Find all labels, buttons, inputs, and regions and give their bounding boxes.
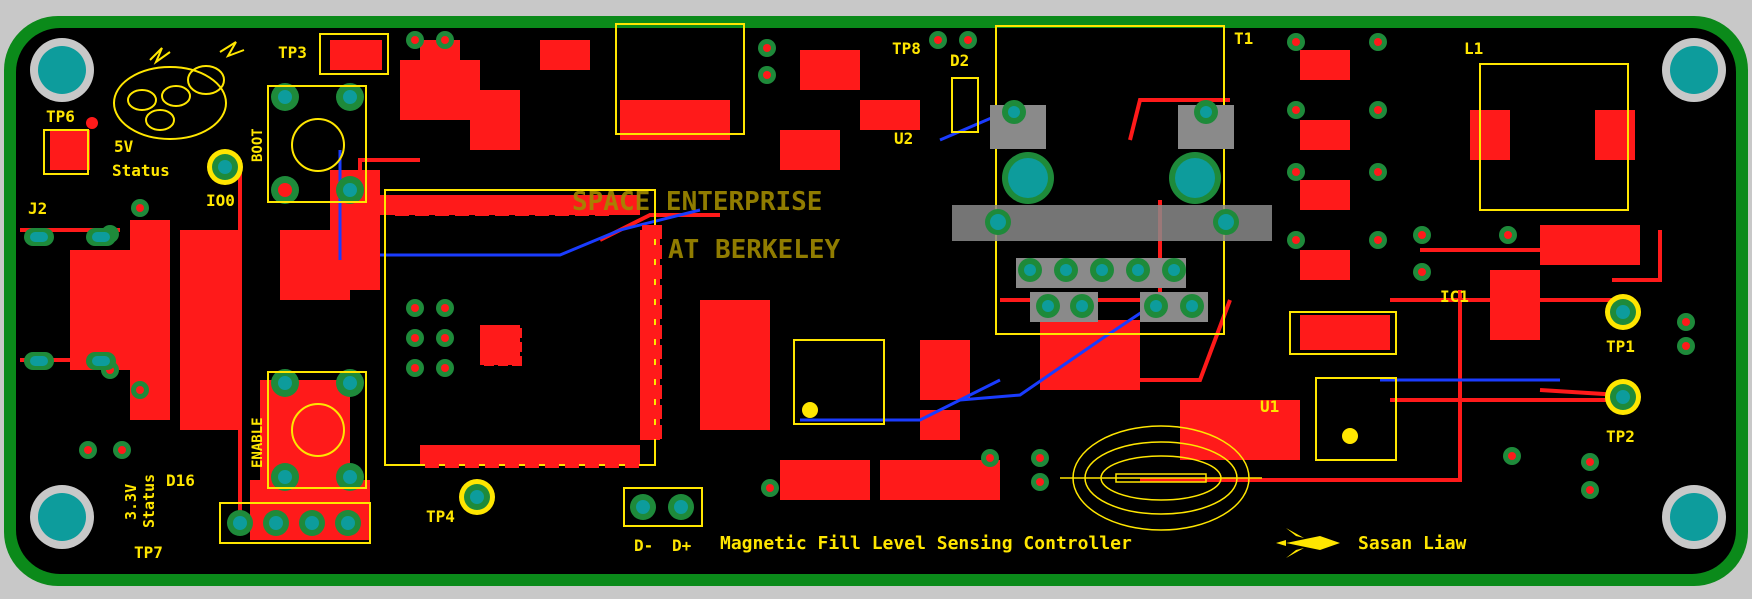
label-tp4: TP4 [426,507,455,526]
test-point-tp3-pad [319,33,389,75]
mount-hole-icon [30,485,94,549]
j2-connector-pads [24,228,116,370]
u1-outline [1315,377,1397,461]
header-4pin-outline [219,502,371,544]
org-line2: AT BERKELEY [668,235,841,265]
test-point-io0 [207,149,243,185]
diode-outline [1289,311,1397,355]
label-tp2: TP2 [1606,427,1635,446]
test-point-tp1 [1605,294,1641,330]
d2-outline [951,77,979,133]
label-tp7: TP7 [134,543,163,562]
org-line1: SPACE ENTERPRISE [572,187,822,217]
label-5v: 5V [114,137,134,156]
magnetic-field-icon [1060,425,1262,531]
th-pads [271,83,1218,491]
label-l1: L1 [1464,39,1483,58]
bottom-traces [338,108,1560,422]
usb-header-outline [623,487,703,527]
oscillator-outline [615,23,745,135]
label-ic1: IC1 [1440,287,1469,306]
rocket-icon [1276,528,1340,558]
board-author: Sasan Liaw [1358,533,1467,554]
label-tp6: TP6 [46,107,75,126]
label-d2: D2 [950,51,969,70]
l1-outline [1479,63,1629,211]
enable-button-outline [291,403,345,457]
usb-header-pins [630,494,694,520]
mcu-thermal-pads [484,328,522,366]
mount-hole-icon [1662,485,1726,549]
boot-button-outline [291,118,345,172]
u2-pin1 [802,402,818,418]
label-3v3: 3.3V [122,484,140,520]
test-point-tp2 [1605,379,1641,415]
board-title: Magnetic Fill Level Sensing Controller [720,533,1132,554]
t1-pads [952,105,1272,241]
board-substrate [16,28,1736,574]
label-5v-status: Status [112,161,170,180]
test-point-tp6 [43,117,98,175]
label-d-minus: D- [634,536,653,555]
label-tp1: TP1 [1606,337,1635,356]
enable-button-frame [267,371,367,489]
mascot-logo-icon [113,41,245,140]
label-tp3: TP3 [278,43,307,62]
label-3v3-status: Status [140,474,158,528]
label-t1: T1 [1234,29,1253,48]
u2-outline [793,339,885,425]
label-enable: ENABLE [250,417,266,468]
header-4pin-pins [227,510,361,536]
mount-hole-icon [30,38,94,102]
label-u1: U1 [1260,397,1279,416]
mount-hole-icon [1662,38,1726,102]
test-point-tp4 [459,479,495,515]
label-boot: BOOT [250,128,266,162]
u1-pin1 [1342,428,1358,444]
label-u2: U2 [894,129,913,148]
mcu-pad-row [395,196,662,468]
label-tp8: TP8 [892,39,921,58]
t1-outline [995,25,1225,335]
boot-button-frame [267,85,367,203]
label-d-plus: D+ [672,536,692,555]
label-j2: J2 [28,199,47,218]
label-d16: D16 [166,471,195,490]
label-io0: IO0 [206,191,235,210]
